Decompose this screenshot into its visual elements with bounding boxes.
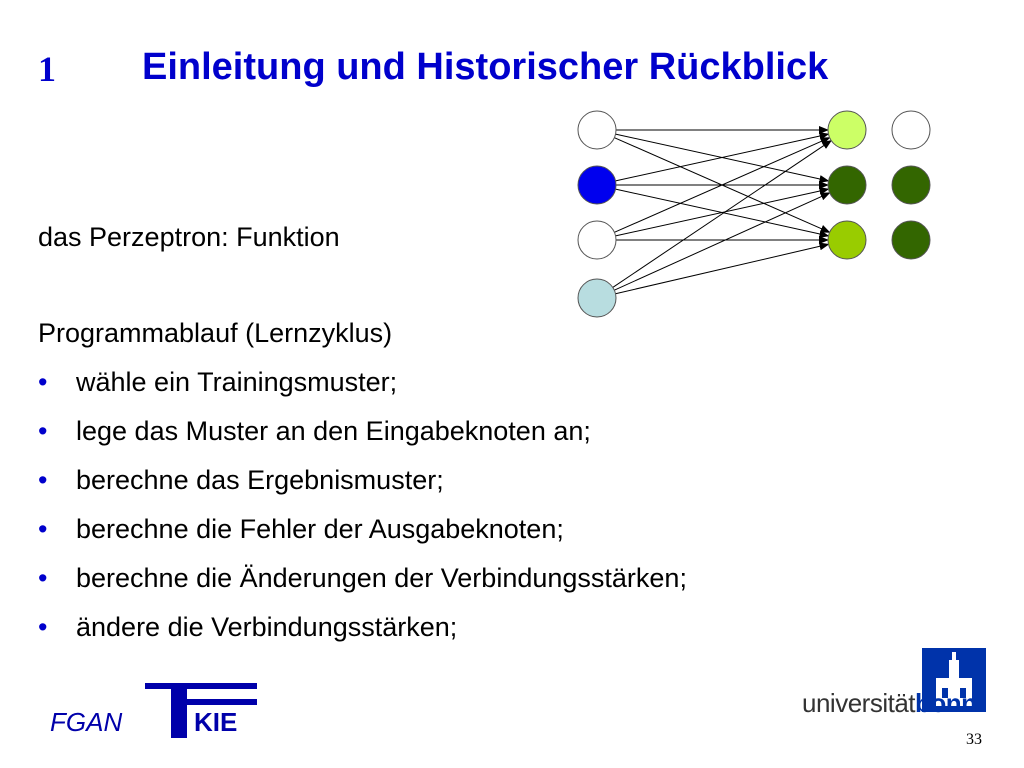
kie-logo-text: KIE (194, 707, 238, 737)
target-node (891, 165, 931, 205)
connection-arrow (615, 132, 830, 182)
bullet-icon: • (38, 416, 48, 446)
bullet-icon: • (38, 514, 48, 544)
university-bonn-logo-icon (922, 648, 986, 712)
fgan-kie-logo-icon (145, 683, 257, 738)
target-node (891, 110, 931, 150)
bonn-logo-part: bonn (915, 688, 977, 718)
bullet-text: berechne die Fehler der Ausgabeknoten; (76, 514, 564, 544)
bullet-text: lege das Muster an den Eingabeknoten an; (76, 416, 591, 446)
fgan-logo-text: FGAN (50, 707, 123, 737)
output-node (827, 165, 867, 205)
connection-arrow (615, 242, 830, 295)
bullet-icon: • (38, 563, 48, 593)
bullet-icon: • (38, 367, 48, 397)
connection-arrow (612, 140, 833, 288)
bullet-text: berechne die Änderungen der Verbindungss… (76, 563, 687, 593)
input-node (577, 278, 617, 318)
input-node (577, 110, 617, 150)
page-number: 33 (966, 731, 982, 748)
connection-arrow (614, 192, 831, 291)
slide-title-number: 1 (38, 49, 56, 89)
subtitle: das Perzeptron: Funktion (38, 222, 340, 252)
target-node (891, 220, 931, 260)
bullet-text: wähle ein Trainingsmuster; (76, 367, 398, 397)
university-bonn-logo-text: universitätbonn (802, 688, 977, 719)
connection-arrow (615, 187, 830, 237)
program-heading: Programmablauf (Lernzyklus) (38, 318, 393, 348)
input-node (577, 165, 617, 205)
bullet-text: ändere die Verbindungsstärken; (76, 612, 458, 642)
output-node (827, 110, 867, 150)
slide-title: Einleitung und Historischer Rückblick (142, 46, 829, 88)
uni-logo-part: universität (802, 688, 916, 718)
output-node (827, 220, 867, 260)
connection-arrow (614, 137, 831, 233)
bullet-text: berechne das Ergebnismuster; (76, 465, 444, 495)
input-node (577, 220, 617, 260)
bullet-icon: • (38, 612, 48, 642)
bullet-icon: • (38, 465, 48, 495)
